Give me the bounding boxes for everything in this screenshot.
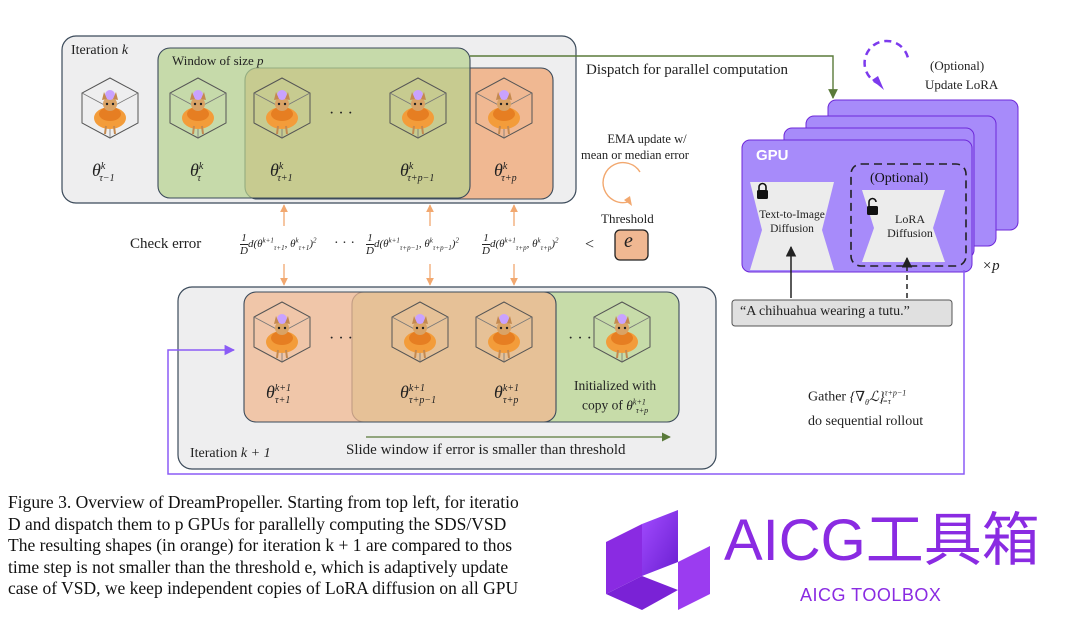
ema-label-2: mean or median error	[581, 148, 689, 162]
threshold-label: Threshold	[601, 211, 654, 226]
lora-optional-label: (Optional)	[870, 171, 929, 186]
aicg-logo-icon	[606, 510, 710, 610]
caption-line-1: Figure 3. Overview of DreamPropeller. St…	[8, 492, 519, 512]
gpu-label: GPU	[756, 147, 789, 164]
prompt-text: “A chihuahua wearing a tutu.”	[740, 304, 910, 319]
ellipsis-bottom-2: · · ·	[568, 330, 592, 347]
ellipsis-bottom-1: · · ·	[329, 330, 353, 347]
caption-line-5: case of VSD, we keep independent copies …	[8, 578, 519, 599]
init-label-1: Initialized with	[574, 378, 657, 393]
ema-label-1: EMA update w/	[607, 132, 687, 146]
theta-top-3: θkτ+1	[270, 160, 293, 184]
ellipsis-error: · · ·	[334, 236, 355, 251]
theta-bottom-2: θk+1τ+p−1	[400, 382, 437, 406]
watermark-subtitle: AICG TOOLBOX	[800, 585, 942, 605]
caption-line-3: The resulting shapes (in orange) for ite…	[8, 535, 513, 556]
figure-caption: Figure 3. Overview of DreamPropeller. St…	[8, 492, 566, 600]
ellipsis-top: · · ·	[329, 105, 353, 122]
caption-line-4: time step is not smaller than the thresh…	[8, 556, 509, 577]
iteration-k-label: Iteration k	[71, 43, 129, 58]
theta-bottom-1: θk+1τ+1	[266, 382, 292, 406]
threshold-e: e	[624, 230, 633, 252]
dispatch-label: Dispatch for parallel computation	[586, 62, 789, 78]
slide-window-label: Slide window if error is smaller than th…	[346, 442, 626, 458]
caption-line-2: D and dispatch them to p GPUs for parall…	[8, 513, 507, 534]
iteration-k1-label: Iteration k + 1	[190, 446, 271, 461]
gather-label: Gather {∇θℒ}τ+p−1i=τ	[808, 388, 907, 407]
times-p-label: ×p	[982, 258, 1000, 274]
less-than: <	[585, 236, 595, 253]
theta-top-1: θkτ−1	[92, 160, 115, 184]
init-label-2: copy of θk+1τ+p	[582, 397, 649, 416]
theta-bottom-3: θk+1τ+p	[494, 382, 520, 406]
diagram-graphics	[61, 35, 1019, 475]
window-label: Window of size p	[172, 53, 264, 68]
theta-top-2: θkτ	[190, 160, 204, 184]
check-error-label: Check error	[130, 236, 202, 252]
sequential-rollout-label: do sequential rollout	[808, 414, 924, 429]
theta-top-4: θkτ+p−1	[400, 160, 435, 184]
theta-top-5: θkτ+p	[494, 160, 517, 184]
optional-update-label-1: (Optional)	[930, 58, 985, 73]
watermark-title: AICG工具箱	[724, 508, 1040, 573]
optional-update-label-2: Update LoRA	[925, 77, 999, 92]
